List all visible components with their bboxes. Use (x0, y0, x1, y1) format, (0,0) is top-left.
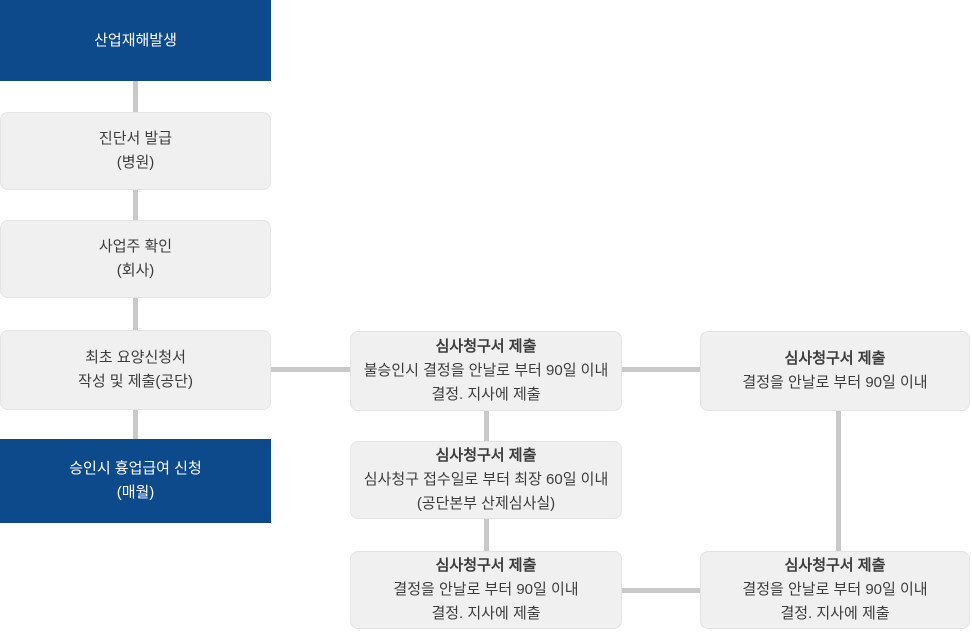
connector-mid-1-2 (484, 411, 489, 441)
box-title: 심사청구서 제출 (435, 447, 537, 464)
flow-box-review-request-90days-submit: 심사청구서 제출 결정을 안날로 부터 90일 이내 결정. 지사에 제출 (700, 551, 970, 629)
box-line: (공단본부 산제심사실) (416, 495, 556, 512)
connector-left-3-4 (133, 298, 138, 330)
box-line: 결정을 안날로 부터 90일 이내 (742, 374, 928, 391)
box-line: 결정. 지사에 제출 (780, 605, 890, 622)
connector-left-2-3 (133, 190, 138, 220)
box-sublabel: 작성 및 제출(공단) (78, 373, 193, 390)
box-label: 최초 요양신청서 (85, 349, 186, 366)
box-title: 심사청구서 제출 (435, 557, 537, 574)
flow-box-review-request-disapproval: 심사청구서 제출 불승인시 결정을 안날로 부터 90일 이내 결정. 지사에 … (350, 331, 622, 411)
box-title: 심사청구서 제출 (784, 557, 886, 574)
connector-left-1-2 (133, 81, 138, 112)
box-title: 심사청구서 제출 (435, 338, 537, 355)
flow-box-initial-application: 최초 요양신청서 작성 및 제출(공단) (0, 330, 271, 410)
box-label: 사업주 확인 (98, 238, 173, 255)
box-line: 결정. 지사에 제출 (431, 605, 541, 622)
connector-mid1-right1 (622, 367, 700, 372)
connector-left-4-5 (133, 410, 138, 439)
flow-box-review-request-90days-branch: 심사청구서 제출 결정을 안날로 부터 90일 이내 결정. 지사에 제출 (350, 551, 622, 629)
box-title: 심사청구서 제출 (784, 350, 886, 367)
box-label: 진단서 발급 (98, 130, 173, 147)
box-label: 승인시 흉업급여 신청 (69, 460, 202, 477)
box-sublabel: (매월) (116, 484, 155, 501)
box-line: 심사청구 접수일로 부터 최장 60일 이내 (363, 471, 609, 488)
box-line: 결정을 안날로 부터 90일 이내 (742, 581, 928, 598)
box-line: 결정을 안날로 부터 90일 이내 (393, 581, 579, 598)
box-line: 결정. 지사에 제출 (431, 386, 541, 403)
flow-box-employer-confirm: 사업주 확인 (회사) (0, 220, 271, 298)
flow-box-review-request-60days: 심사청구서 제출 심사청구 접수일로 부터 최장 60일 이내 (공단본부 산제… (350, 441, 622, 519)
connector-mid-2-3 (484, 519, 489, 551)
connector-left4-mid1 (271, 367, 350, 372)
box-line: 불승인시 결정을 안날로 부터 90일 이내 (363, 362, 609, 379)
box-sublabel: (병원) (116, 154, 155, 171)
flow-box-review-request-90days: 심사청구서 제출 결정을 안날로 부터 90일 이내 (700, 331, 970, 411)
box-sublabel: (회사) (116, 262, 155, 279)
flow-box-benefit-application: 승인시 흉업급여 신청 (매월) (0, 439, 271, 523)
flow-box-diagnosis-issue: 진단서 발급 (병원) (0, 112, 271, 190)
connector-right-1-2 (836, 411, 841, 551)
flow-box-accident-occurrence: 산업재해발생 (0, 0, 271, 81)
connector-mid3-right2 (622, 588, 700, 593)
box-label: 산업재해발생 (94, 31, 177, 49)
